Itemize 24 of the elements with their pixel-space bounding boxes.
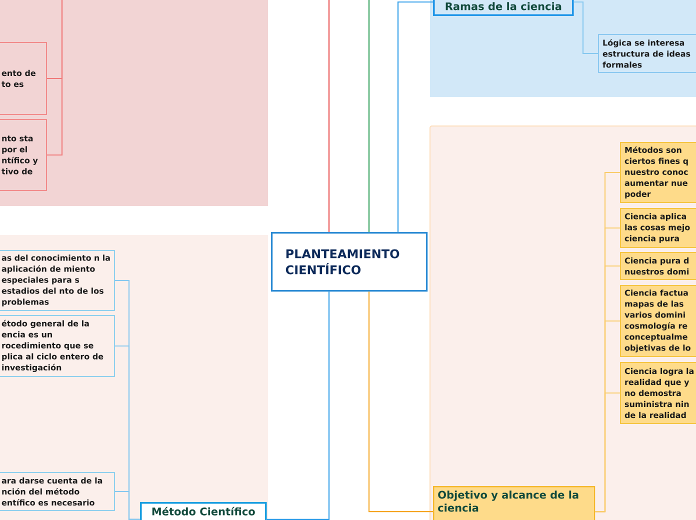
subtopic-box: Lógica se interesa estructura de ideas formales [598, 34, 696, 73]
connector-line [115, 490, 140, 520]
connector-line [47, 0, 63, 156]
topic-box: Ramas de la ciencia [433, 0, 574, 16]
topic-box: Objetivo y alcance de la ciencia [433, 486, 596, 520]
subtopic-box: Ciencia logra la realidad que y no demostra suministra nin de la realidad [620, 362, 696, 424]
subtopic-box: étodo general de la encia es un rocedimiento que se plica al ciclo entero de investigación [0, 315, 115, 377]
subtopic-box: ento de to es [0, 42, 47, 115]
subtopic-box: ara darse cuenta de la nción del método entífico es necesario [0, 472, 115, 511]
connector-line [368, 292, 433, 512]
subtopic-box: nto sta por el ntífico y tivo de [0, 119, 47, 191]
subtopic-box: Ciencia pura d nuestros domi [620, 252, 696, 280]
connector-line [574, 1, 598, 54]
subtopic-box: Ciencia factua mapas de las varios domini cosmología re conceptualme objetivas de lo [620, 285, 696, 357]
subtopic-box: as del conocimiento n la aplicación de miento especiales para s estadios del nto de los problemas [0, 250, 115, 311]
connector-line [328, 0, 330, 232]
central-topic-box: PLANTEAMIENTO CIENTÍFICO [271, 232, 428, 292]
connector-line [397, 1, 433, 232]
connector-line [368, 0, 370, 232]
connector-line [266, 292, 330, 520]
subtopic-box: Ciencia aplica las cosas mejo ciencia pura [620, 208, 696, 248]
subtopic-box: Métodos son ciertos fines q nuestro conoc aumentar nue poder [620, 142, 696, 203]
topic-box: Método Científico [140, 502, 267, 520]
connector-line [595, 392, 620, 512]
